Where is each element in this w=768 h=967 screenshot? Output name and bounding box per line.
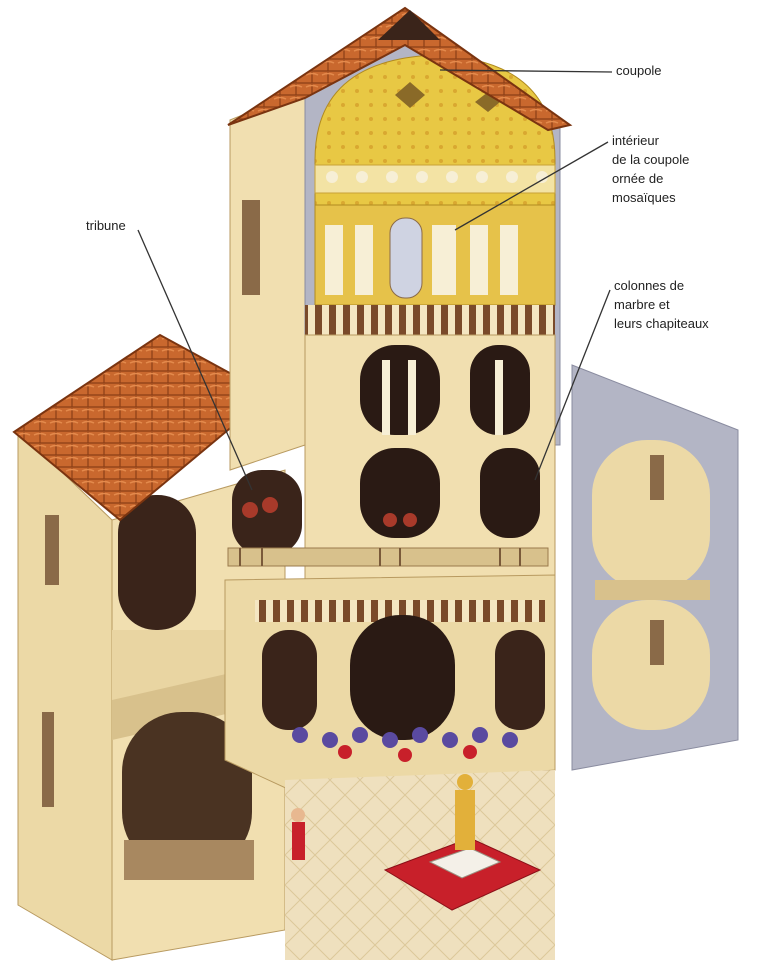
octagon-galleries [227,305,556,591]
ground-arcade [224,574,556,791]
upper-left-arch [118,495,196,630]
leader-interieur [454,141,609,231]
leader-lines [137,69,613,491]
upper-arcade [360,345,440,435]
upper-right-arch [592,440,710,590]
right-annex [571,364,739,771]
middle-arcade [360,448,440,538]
figure-standing [291,808,305,860]
label-interieur-coupole: intérieur de la coupole ornée de mosaïqu… [612,133,690,205]
label-tribune: tribune [86,218,126,233]
label-colonnes: colonnes de marbre et leurs chapiteaux [614,278,709,331]
lower-left-arch [122,712,252,872]
tribune-gallery [232,470,302,555]
altar [383,774,542,911]
leader-colonnes [534,289,611,481]
leader-coupole [439,69,613,73]
central-ground-arch [350,615,455,740]
label-coupole: coupole [616,63,662,78]
leader-tribune [137,229,253,491]
